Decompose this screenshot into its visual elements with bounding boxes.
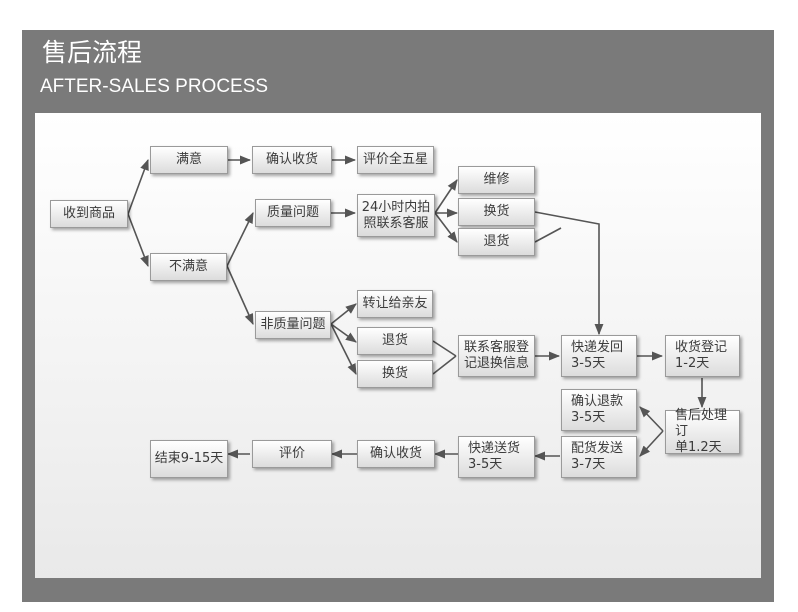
edge-n19-n20 [639, 430, 664, 457]
node-repair: 维修 [458, 166, 535, 194]
edge-n7-n8 [434, 179, 458, 214]
edge-n1-n5 [127, 213, 149, 268]
edge-n14-n15 [432, 355, 457, 375]
node-confirm-receipt: 确认收货 [252, 146, 332, 174]
node-express-delivery: 快递送货 3-5天 [458, 436, 535, 478]
node-register-return-info: 联系客服登 记退换信息 [458, 335, 535, 377]
edge-n11-n12 [330, 303, 357, 325]
node-exchange-non-quality: 换货 [357, 360, 433, 388]
node-five-star-review: 评价全五星 [357, 146, 434, 174]
node-satisfied: 满意 [150, 146, 228, 174]
node-confirm-receipt-final: 确认收货 [357, 440, 435, 468]
node-dispatch-goods: 配货发送 3-7天 [561, 436, 637, 478]
edge-n1-n2 [127, 158, 149, 215]
node-confirm-refund: 确认退款 3-5天 [561, 389, 637, 431]
edge-n11-n13 [330, 323, 357, 343]
node-unsatisfied: 不满意 [150, 253, 227, 281]
page-title: 售后流程 [42, 38, 143, 67]
edge-n19-n18 [639, 406, 664, 432]
edge-n7-n10 [434, 212, 458, 243]
edge-n9-n16 [534, 211, 604, 336]
node-end-9-15-days: 结束9-15天 [150, 440, 228, 478]
node-return-quality: 退货 [458, 228, 535, 256]
node-express-back: 快递发回 3-5天 [561, 335, 637, 377]
node-exchange-quality: 换货 [458, 198, 535, 226]
node-quality-issue: 质量问题 [255, 199, 331, 227]
edge-n11-n14 [330, 323, 357, 376]
edge-n13-n15 [432, 340, 457, 357]
node-receipt-registration: 收货登记 1-2天 [665, 335, 740, 377]
node-non-quality-issue: 非质量问题 [255, 311, 331, 339]
node-aftersales-order-processing: 售后处理订 单1.2天 [665, 408, 740, 455]
page-subtitle: AFTER-SALES PROCESS [40, 76, 269, 97]
node-receive-goods: 收到商品 [50, 200, 128, 228]
node-review: 评价 [252, 440, 332, 468]
node-transfer-to-friends: 转让给亲友 [357, 290, 433, 318]
edge-n10-n16 [534, 227, 562, 243]
edge-n5-n11 [226, 265, 254, 326]
edge-n5-n6 [226, 211, 254, 267]
node-return-non-quality: 退货 [357, 327, 433, 355]
node-contact-service-24h: 24小时内拍 照联系客服 [357, 194, 435, 237]
